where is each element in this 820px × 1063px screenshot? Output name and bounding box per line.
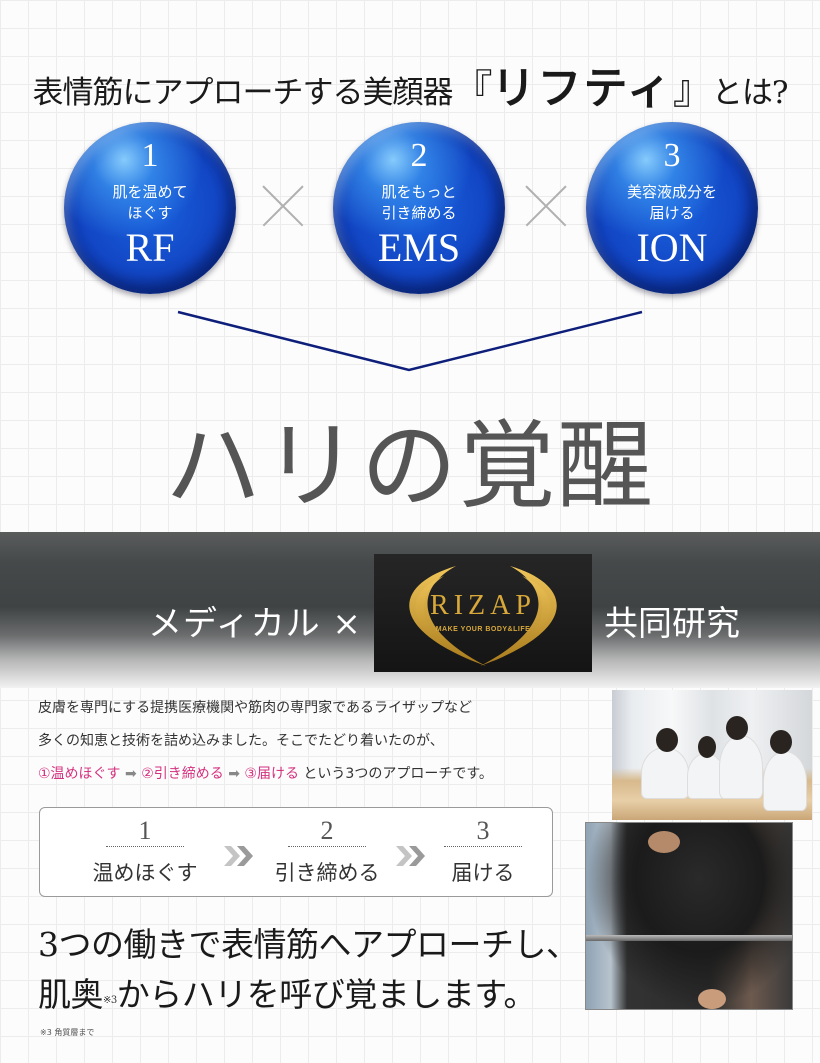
title-prefix: 表情筋にアプローチする美顔器 bbox=[32, 75, 454, 111]
result-title: ハリの覚醒 bbox=[165, 410, 655, 522]
photo-figure bbox=[698, 989, 726, 1009]
orb-number: 3 bbox=[663, 137, 681, 174]
brand-name: リフティ bbox=[491, 63, 673, 114]
orb-desc-line: 届ける bbox=[649, 204, 695, 222]
headline-prefix: 肌奥 bbox=[38, 975, 104, 1014]
tech-orb-rf: 1 肌を温めて ほぐす RF bbox=[64, 122, 236, 294]
rizap-logo: RIZAP MAKE YOUR BODY&LIFE bbox=[374, 554, 592, 672]
collab-right-text: 共同研究 bbox=[604, 604, 740, 644]
step-label: 温めほぐす bbox=[92, 861, 198, 885]
orb-desc-line: 肌をもっと bbox=[381, 183, 457, 201]
footnote: ※3 角質層まで bbox=[40, 1028, 95, 1037]
steps-box: 1 温めほぐす 2 引き締める 3 届ける bbox=[39, 807, 553, 897]
photo-figure bbox=[642, 748, 688, 798]
chevron-down-icon bbox=[177, 310, 643, 372]
step-3: 3 届ける bbox=[428, 816, 538, 887]
photo-barbell bbox=[586, 935, 792, 941]
step-number: 2 bbox=[288, 816, 366, 847]
logo-wordmark: RIZAP bbox=[430, 590, 536, 621]
arrow-right-icon: ➡ bbox=[228, 766, 240, 782]
photo-figure bbox=[648, 831, 680, 853]
arrow-right-icon: ➡ bbox=[125, 766, 137, 782]
double-chevron-right-icon bbox=[224, 846, 253, 866]
step-label: 届ける bbox=[451, 861, 515, 885]
step-number: 1 bbox=[106, 816, 184, 847]
orb-number: 1 bbox=[141, 137, 159, 174]
photo-figure bbox=[764, 752, 806, 810]
orb-abbr: RF bbox=[125, 225, 175, 270]
approach-step-3: ③届ける bbox=[244, 766, 299, 782]
description-suffix: という3つのアプローチです。 bbox=[303, 766, 493, 782]
headline-suffix: からハリを呼び覚まします。 bbox=[116, 975, 537, 1014]
logo-tagline: MAKE YOUR BODY&LIFE bbox=[435, 626, 531, 633]
orb-abbr: EMS bbox=[377, 225, 461, 270]
orb-desc-line: ほぐす bbox=[127, 204, 173, 222]
approach-step-1: ①温めほぐす bbox=[38, 766, 121, 782]
page-title: 表情筋にアプローチする美顔器『リフティ』とは? bbox=[0, 52, 820, 116]
photo-figure bbox=[720, 736, 762, 798]
orb-desc-line: 引き締める bbox=[381, 204, 457, 222]
description: 皮膚を専門にする提携医療機関や筋肉の専門家であるライザップなど 多くの知恵と技術… bbox=[38, 692, 598, 791]
orb-description: 美容液成分を 届ける bbox=[586, 182, 758, 224]
step-1: 1 温めほぐす bbox=[80, 816, 210, 887]
photo-figure bbox=[656, 728, 678, 752]
description-line: ①温めほぐす ➡ ②引き締める ➡ ③届ける という3つのアプローチです。 bbox=[38, 758, 598, 791]
step-2: 2 引き締める bbox=[262, 816, 392, 887]
orb-abbr: ION bbox=[636, 225, 708, 270]
orb-desc-line: 肌を温めて bbox=[112, 183, 188, 201]
approach-step-2: ②引き締める bbox=[141, 766, 224, 782]
step-label: 引き締める bbox=[274, 861, 380, 885]
photo-figure bbox=[688, 754, 724, 798]
orb-description: 肌を温めて ほぐす bbox=[64, 182, 236, 224]
bracket-close: 』 bbox=[672, 67, 713, 113]
collab-left-text: メディカル × bbox=[148, 604, 362, 644]
photo-figure bbox=[698, 736, 716, 758]
headline-line-2: 肌奥※3からハリを呼び覚まします。 bbox=[38, 970, 598, 1020]
photo-figure bbox=[770, 730, 792, 754]
orb-number: 2 bbox=[410, 137, 428, 174]
bracket-open: 『 bbox=[452, 67, 493, 113]
description-line: 多くの知恵と技術を詰め込みました。そこでたどり着いたのが、 bbox=[38, 733, 444, 749]
tech-orb-ems: 2 肌をもっと 引き締める EMS bbox=[333, 122, 505, 294]
footnote-mark: ※3 bbox=[103, 995, 117, 1006]
photo-figure bbox=[726, 716, 748, 740]
orb-desc-line: 美容液成分を bbox=[626, 183, 717, 201]
tech-orb-ion: 3 美容液成分を 届ける ION bbox=[586, 122, 758, 294]
description-line: 皮膚を専門にする提携医療機関や筋肉の専門家であるライザップなど bbox=[38, 700, 472, 716]
headline: 3つの働きで表情筋へアプローチし、 肌奥※3からハリを呼び覚まします。 bbox=[38, 920, 598, 1020]
title-suffix: とは? bbox=[711, 75, 789, 111]
lab-photo bbox=[612, 690, 812, 820]
rizap-emblem-icon bbox=[409, 566, 557, 666]
orb-description: 肌をもっと 引き締める bbox=[333, 182, 505, 224]
step-number: 3 bbox=[444, 816, 522, 847]
double-chevron-right-icon bbox=[396, 846, 425, 866]
headline-line-1: 3つの働きで表情筋へアプローチし、 bbox=[38, 925, 579, 964]
gym-photo bbox=[585, 822, 793, 1010]
